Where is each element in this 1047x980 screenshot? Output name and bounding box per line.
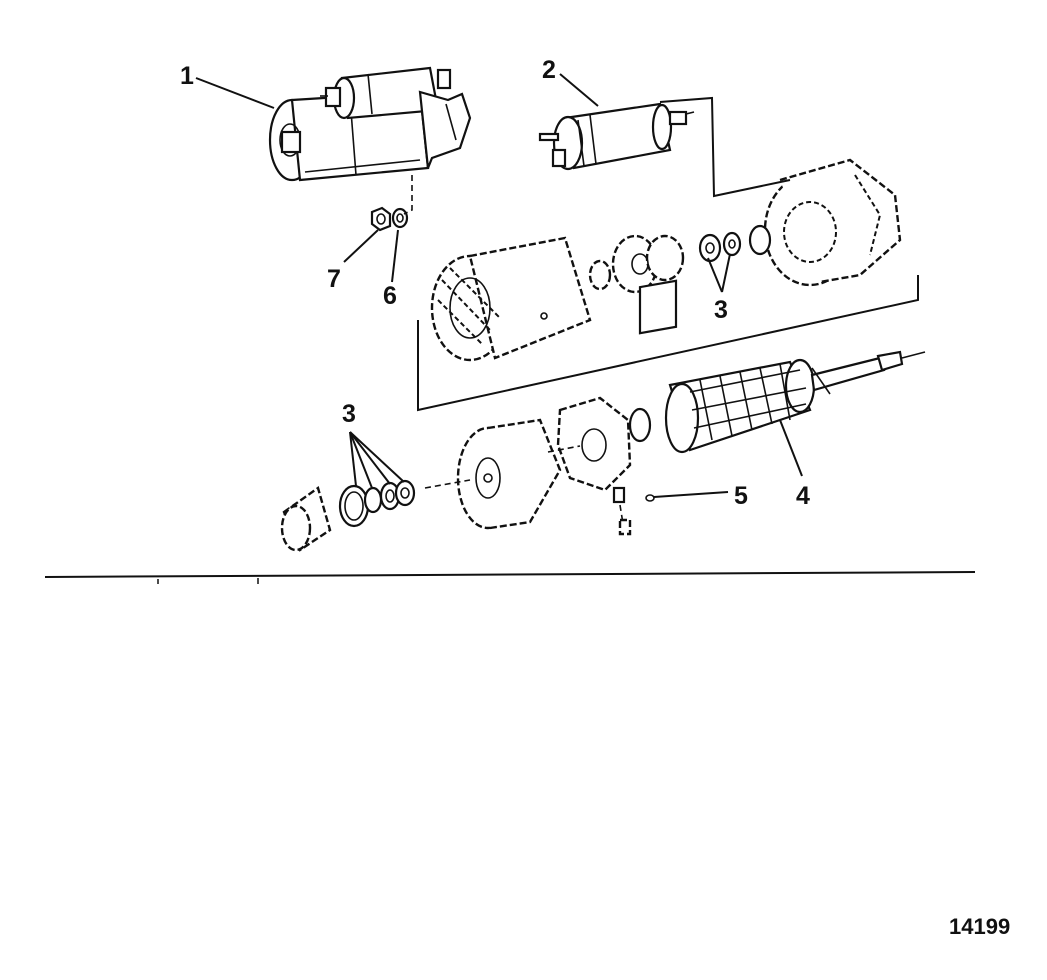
armature-shaft-axis: [901, 351, 926, 359]
leader-lines: [195, 73, 803, 498]
callout-6: 6: [383, 282, 397, 310]
callout-3-upper: 3: [714, 296, 728, 324]
shim-washers-lower: [338, 479, 416, 528]
end-cap: [280, 486, 332, 552]
section-divider: [44, 571, 976, 584]
commutator-end-frame: [424, 418, 562, 530]
armature: [628, 279, 904, 454]
figure-number: 14199: [949, 914, 1010, 939]
field-frame-housing: [430, 236, 592, 362]
drive-gear: [588, 234, 685, 294]
stud-alignment-line: [403, 175, 413, 215]
lower-alignment-bracket: [417, 275, 919, 412]
callout-3-lower: 3: [342, 400, 356, 428]
upper-alignment-bracket: [659, 96, 791, 198]
starter-motor-assembly: [268, 66, 472, 182]
lock-washer: [391, 207, 409, 229]
shim-washers-upper: [698, 231, 742, 263]
callout-2: 2: [542, 56, 556, 84]
brush-plate: [547, 396, 632, 492]
brush-spring: [612, 486, 655, 536]
drive-end-housing: [748, 158, 902, 287]
callout-4: 4: [796, 482, 810, 510]
callout-1: 1: [180, 62, 194, 90]
callout-7: 7: [327, 265, 341, 293]
callout-5: 5: [734, 482, 748, 510]
solenoid: [538, 102, 695, 171]
nut: [370, 206, 392, 232]
